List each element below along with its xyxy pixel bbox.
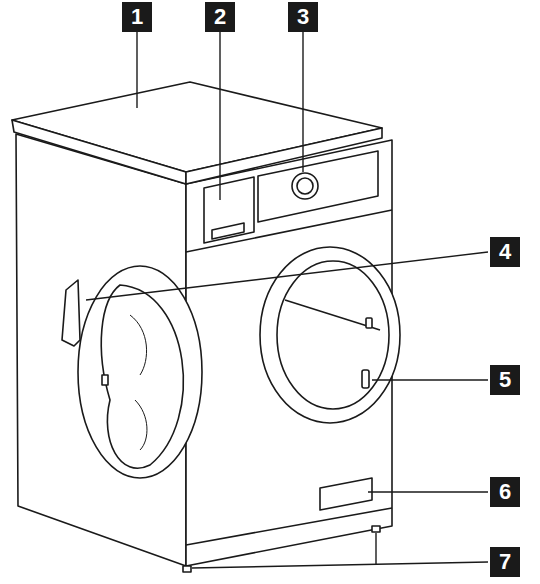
foot (183, 566, 191, 572)
drum-opening (277, 261, 389, 409)
callout-number: 4 (490, 237, 520, 267)
leader-line (219, 32, 220, 200)
program-knob (292, 173, 318, 199)
glass-highlight (130, 315, 147, 450)
top-lid-edge (12, 120, 186, 184)
leader-line (375, 533, 376, 564)
door-hinge-slot (366, 318, 372, 328)
leader-lines (86, 32, 488, 568)
program-knob (297, 178, 313, 194)
callout-number: 6 (490, 477, 520, 507)
door-frame (78, 266, 202, 478)
callout-number: 5 (490, 365, 520, 395)
callout-number: 1 (122, 2, 152, 32)
door-ring (260, 247, 400, 423)
foot (372, 526, 380, 532)
callout-number: 2 (205, 2, 235, 32)
leader-line (302, 32, 303, 172)
door-handle (62, 280, 80, 346)
door-catch (102, 375, 108, 385)
front-panel (186, 140, 392, 566)
filter-flap (320, 478, 372, 510)
leader-line (136, 32, 137, 108)
leader-line (372, 379, 488, 380)
leader-line (368, 491, 488, 492)
door-lock (362, 370, 369, 388)
drum-paddle (285, 300, 380, 330)
side-panel (16, 134, 186, 566)
drawer-handle (212, 223, 244, 239)
door-glass (101, 285, 183, 468)
leader-line (86, 252, 488, 300)
plinth-line (186, 508, 392, 545)
callout-number: 3 (288, 2, 318, 32)
top-lid (12, 82, 382, 172)
callout-number: 7 (490, 547, 520, 577)
leader-line (192, 562, 488, 568)
detergent-drawer (204, 177, 254, 243)
control-panel (258, 151, 378, 222)
